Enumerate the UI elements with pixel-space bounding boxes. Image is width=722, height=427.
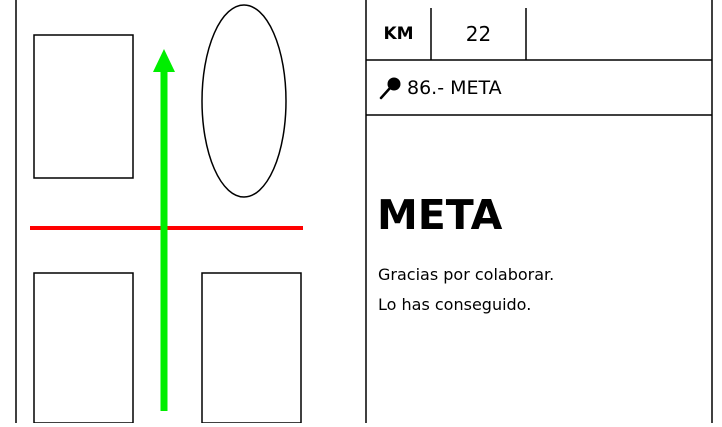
building-top-left: [33, 34, 134, 179]
building-bottom-right: [201, 272, 302, 424]
route-arrow-head: [153, 49, 175, 72]
km-label: KM: [383, 24, 414, 44]
finish-message: Gracias por colaborar. Lo has conseguido…: [378, 260, 554, 320]
message-line-2: Lo has conseguido.: [378, 295, 532, 314]
km-value: 22: [465, 22, 492, 46]
building-bottom-left: [33, 272, 134, 424]
map-pin-icon: [379, 77, 401, 100]
location-label: 86.- META: [407, 77, 502, 99]
finish-title: META: [377, 191, 503, 239]
location-row: 86.- META: [367, 62, 712, 114]
roundabout-oval: [201, 4, 287, 198]
message-line-1: Gracias por colaborar.: [378, 265, 555, 284]
